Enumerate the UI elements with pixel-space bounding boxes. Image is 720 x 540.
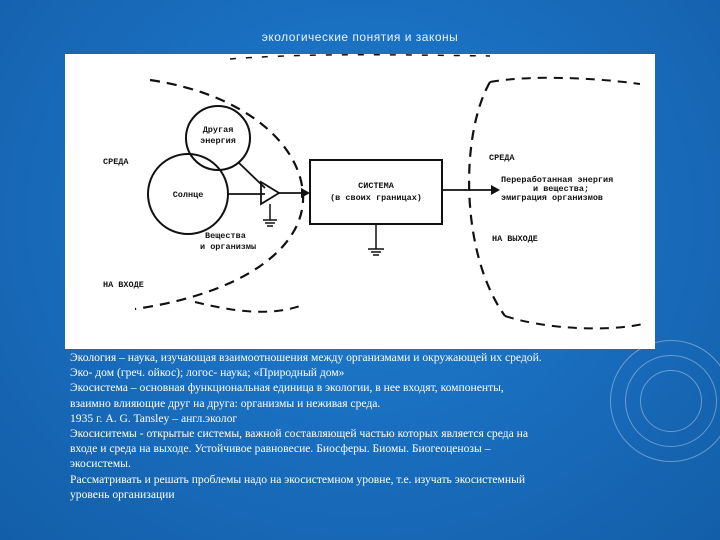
top-curve bbox=[229, 54, 491, 60]
other-energy-circle bbox=[185, 105, 251, 171]
text-line: входе и среда на выходе. Устойчивое равн… bbox=[70, 442, 491, 456]
ripple-decoration bbox=[610, 340, 720, 462]
output-flow-line-3: эмиграция организмов bbox=[501, 193, 603, 203]
system-label: СИСТЕМА bbox=[358, 181, 395, 191]
text-line: Экология – наука, изучающая взаимоотноше… bbox=[70, 351, 542, 364]
text-line: Экосиситемы - открытые системы, важной с… bbox=[70, 427, 528, 441]
right-boundary-curve bbox=[468, 81, 506, 317]
substances-label-1: Вещества bbox=[205, 231, 246, 241]
input-arrowhead bbox=[301, 188, 310, 198]
right-lower-curve bbox=[504, 315, 644, 330]
slide-body-text: Экология – наука, изучающая взаимоотноше… bbox=[70, 350, 670, 502]
sun-label: Солнце bbox=[173, 190, 204, 200]
ecosystem-diagram: Другая энергия Солнце СИСТЕМА (в своих г… bbox=[65, 54, 655, 349]
left-env-label: СРЕДА bbox=[103, 157, 129, 167]
output-arrowhead bbox=[491, 185, 500, 195]
output-flow-line-1: Переработанная энергия bbox=[501, 174, 613, 185]
input-label: НА ВХОДЕ bbox=[103, 280, 144, 290]
text-line: экосистемы. bbox=[70, 457, 131, 471]
text-line: Рассматривать и решать проблемы надо на … bbox=[70, 472, 526, 486]
slide-title: экологические понятия и законы bbox=[261, 30, 459, 44]
junction-triangle bbox=[260, 180, 281, 206]
left-lower-curve bbox=[194, 301, 301, 313]
text-line: Эко- дом (греч. ойкос); логос- наука; «П… bbox=[70, 366, 345, 380]
system-sublabel: (в своих границах) bbox=[330, 193, 422, 203]
text-line: Экосистема – основная функциональная еди… bbox=[70, 381, 504, 395]
system-box bbox=[309, 159, 443, 225]
other-energy-label-1: Другая bbox=[203, 125, 234, 135]
right-env-label: СРЕДА bbox=[489, 153, 515, 163]
text-line: 1935 г. A. G. Tansley – англ.эколог bbox=[70, 411, 238, 425]
substances-label-2: и организмы bbox=[200, 242, 256, 252]
diagram-svg: Другая энергия Солнце СИСТЕМА (в своих г… bbox=[103, 54, 644, 330]
text-line: взаимно влияющие друг на друга: организм… bbox=[70, 396, 381, 410]
right-upper-curve bbox=[489, 76, 641, 85]
text-line: уровень организации bbox=[70, 487, 175, 501]
other-energy-label-2: энергия bbox=[200, 136, 236, 146]
output-label: НА ВЫХОДЕ bbox=[492, 234, 538, 244]
output-flow-line-2: и вещества; bbox=[533, 184, 589, 194]
